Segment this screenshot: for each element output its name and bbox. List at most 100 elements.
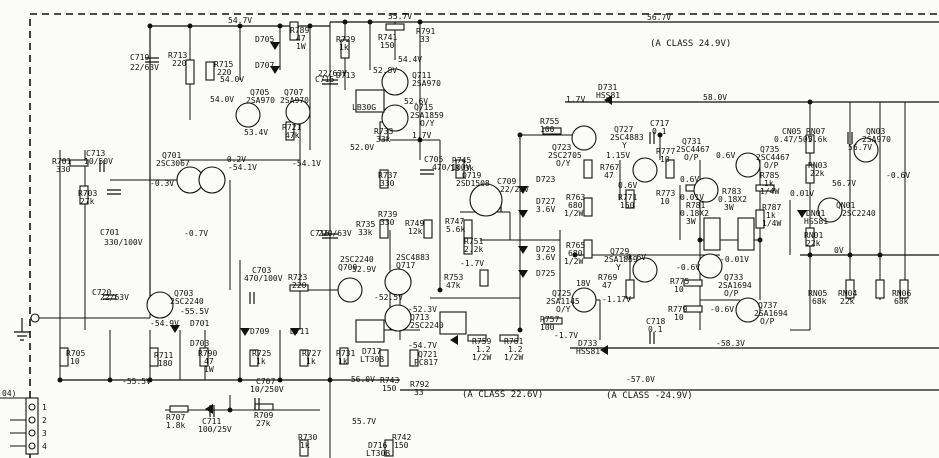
- label-11: 1k: [339, 43, 349, 52]
- label-117: 1k: [338, 357, 348, 366]
- label-206: 3W: [686, 217, 696, 226]
- label-261: 22k: [840, 297, 855, 306]
- label-196: O/P: [764, 161, 779, 170]
- label-124: 33: [414, 388, 424, 397]
- label-101: R735: [356, 220, 375, 229]
- label-220: 47: [602, 281, 612, 290]
- label-234: O/P: [760, 317, 775, 326]
- label-202: 0.18X2: [718, 195, 747, 204]
- label-99: 2SC2240: [340, 255, 374, 264]
- label-169: Q725: [552, 289, 571, 298]
- label-229: 2SA1694: [718, 281, 752, 290]
- label-108: 2SC4883: [396, 253, 430, 262]
- label-77: -55.5V: [122, 377, 151, 386]
- label-183: 0.6V: [618, 181, 637, 190]
- label-31: 22/63V: [130, 63, 159, 72]
- label-25: LB30G: [352, 103, 376, 112]
- label-188: Q731: [682, 137, 701, 146]
- label-37: Q705: [250, 88, 269, 97]
- board-outline: [29, 13, 939, 458]
- label-33: 220: [172, 59, 187, 68]
- label-23: O/Y: [420, 119, 435, 128]
- label-34: R715: [214, 60, 233, 69]
- label-157: D723: [536, 175, 555, 184]
- label-9: D707: [255, 61, 274, 70]
- label-16: 54.4V: [398, 55, 422, 64]
- label-46: 22/63V: [318, 69, 347, 78]
- label-19: 2SA970: [412, 79, 441, 88]
- label-253: QN01: [836, 201, 855, 210]
- label-210: R787: [762, 203, 781, 212]
- label-22: 2SA1859: [410, 111, 444, 120]
- label-228: Q733: [724, 273, 743, 282]
- label-38: 2SA970: [246, 96, 275, 105]
- label-71: 180: [158, 359, 173, 368]
- label-233: 2SA1694: [754, 309, 788, 318]
- label-255: RN01: [804, 231, 823, 240]
- label-201: R783: [722, 187, 741, 196]
- label-240: CN05: [782, 127, 801, 136]
- label-264: 55.7V: [352, 417, 376, 426]
- label-143: 1.2: [476, 345, 491, 354]
- label-150: D731: [598, 83, 617, 92]
- label-167: 680: [568, 249, 583, 258]
- label-79: 1.8k: [166, 421, 185, 430]
- label-187: 0.1: [652, 127, 667, 136]
- label-146: 1.2: [508, 345, 523, 354]
- label-230: O/P: [724, 289, 739, 298]
- label-45: C715: [315, 75, 334, 84]
- label-2: 56.7V: [647, 13, 671, 22]
- label-168: 1/2W: [564, 257, 583, 266]
- label-171: O/Y: [556, 305, 571, 314]
- label-203: 3W: [724, 203, 734, 212]
- label-192: 10: [660, 155, 670, 164]
- label-17: 52.8V: [373, 66, 397, 75]
- label-123: R792: [410, 380, 429, 389]
- label-78: R707: [166, 413, 185, 422]
- label-27: 33k: [376, 135, 391, 144]
- connector-block: [0, 397, 39, 455]
- bias-resistor-boxes: [703, 217, 755, 251]
- label-154: Q723: [552, 143, 571, 152]
- label-173: 100: [540, 323, 555, 332]
- label-0: 54.7V: [228, 16, 252, 25]
- label-222: -0.6V: [676, 263, 700, 272]
- label-111: Q713: [410, 313, 429, 322]
- label-267: D716: [368, 441, 387, 450]
- label-83: 10/250V: [250, 385, 284, 394]
- label-137: R751: [464, 237, 483, 246]
- label-182: 47: [604, 171, 614, 180]
- label-41: 54.0V: [210, 95, 234, 104]
- label-80: C711: [202, 417, 221, 426]
- label-155: 2SC2705: [548, 151, 582, 160]
- label-145: R761: [504, 337, 523, 346]
- label-181: R767: [600, 163, 619, 172]
- label-271: 04): [2, 389, 16, 398]
- label-209: 1/4W: [760, 187, 779, 196]
- label-104: 330: [380, 179, 395, 188]
- label-122: 150: [382, 384, 397, 393]
- input-terminal: [30, 313, 40, 323]
- label-241: 0.47/50V: [774, 135, 813, 144]
- label-42: 53.4V: [244, 128, 268, 137]
- label-174: -1.7V: [554, 331, 578, 340]
- label-265: R730: [298, 433, 317, 442]
- label-142: R759: [472, 337, 491, 346]
- label-208: 1k: [764, 179, 774, 188]
- label-89: 220: [292, 281, 307, 290]
- label-227: 10: [674, 313, 684, 322]
- label-180: 1.15V: [606, 151, 630, 160]
- label-254: 2SC2240: [842, 209, 876, 218]
- label-153: 100: [540, 125, 555, 134]
- label-48: -54.1V: [292, 159, 321, 168]
- label-51: C713: [86, 149, 105, 158]
- label-81: 100/25V: [198, 425, 232, 434]
- label-166: R765: [566, 241, 585, 250]
- label-251: DN01: [806, 209, 825, 218]
- label-237: -58.3V: [716, 339, 745, 348]
- label-72: R790: [198, 349, 217, 358]
- label-95: 1k: [306, 357, 316, 366]
